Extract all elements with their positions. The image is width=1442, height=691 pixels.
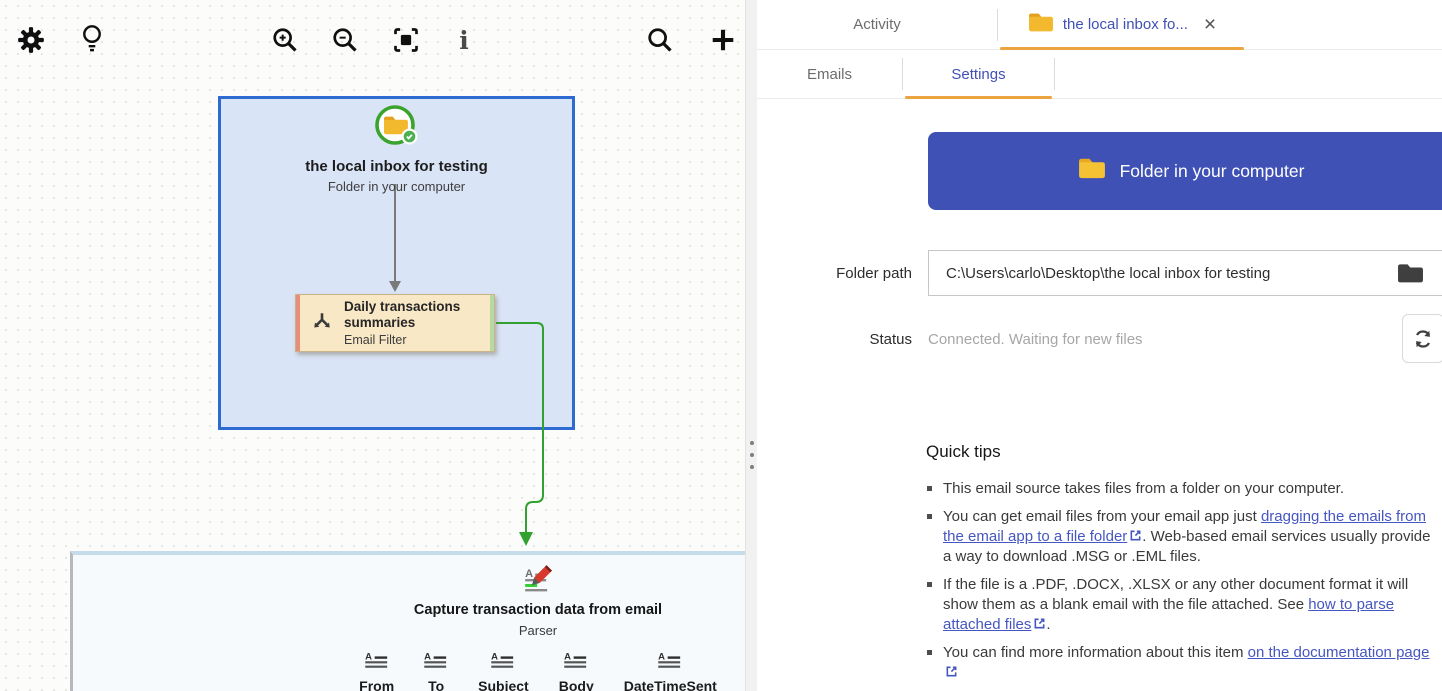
parser-fields: A From A To A Subject A Body A DateTim — [359, 651, 717, 691]
quick-tips-list: This email source takes files from a fol… — [926, 479, 1434, 683]
tip-item: You can find more information about this… — [927, 643, 1434, 683]
refresh-button[interactable] — [1402, 314, 1442, 363]
active-tab-underline — [1000, 47, 1244, 50]
text-field-icon: A — [658, 651, 682, 675]
quick-tips-heading: Quick tips — [926, 442, 1001, 461]
parser-field: A Body — [558, 651, 594, 691]
svg-text:A: A — [424, 652, 431, 663]
source-node-subtitle: Folder in your computer — [327, 179, 466, 194]
filter-node-subtitle: Email Filter — [344, 332, 407, 347]
settings-gear-icon[interactable] — [15, 24, 47, 56]
panel-tabbar: Activity the local inbox fo... × — [757, 0, 1442, 50]
parser-node-title: Capture transaction data from email — [413, 602, 663, 618]
settings-content: Folder in your computer Folder path Stat… — [757, 99, 1442, 691]
parser-field: A From — [359, 651, 395, 691]
external-link-icon — [1034, 618, 1045, 629]
parser-field: A DateTimeSent — [623, 651, 717, 691]
parser-icon: A — [522, 564, 554, 599]
source-node-title: the local inbox for testing — [305, 158, 488, 175]
folder-path-input[interactable] — [928, 250, 1442, 296]
text-field-icon: A — [491, 651, 515, 675]
parser-node[interactable]: A Capture transaction data from email Pa… — [70, 551, 745, 691]
source-node[interactable]: the local inbox for testing Folder in yo… — [218, 103, 575, 194]
tab-local-inbox[interactable]: the local inbox fo... × — [998, 0, 1246, 50]
filter-node-title: Daily transactions summaries — [344, 299, 461, 330]
panel-subtabbar: Emails Settings — [757, 50, 1442, 99]
status-value: Connected. Waiting for new files — [928, 330, 1143, 348]
folder-path-row: Folder path — [757, 250, 1442, 296]
filter-fork-icon — [309, 310, 335, 336]
tab-label: the local inbox fo... — [1062, 16, 1188, 33]
add-plus-icon[interactable] — [707, 24, 739, 56]
idea-bulb-icon[interactable] — [76, 23, 108, 55]
external-link-icon — [946, 666, 957, 677]
svg-text:A: A — [491, 652, 498, 663]
zoom-out-icon[interactable] — [329, 24, 361, 56]
status-row: Status Connected. Waiting for new files — [757, 314, 1442, 363]
splitter-grip-icon — [749, 441, 754, 469]
tip-link[interactable]: how to parse attached files — [943, 596, 1395, 633]
svg-text:A: A — [658, 652, 665, 663]
tip-item: If the file is a .PDF, .DOCX, .XLSX or a… — [927, 575, 1434, 635]
folder-icon — [1028, 12, 1054, 37]
parser-field: A To — [424, 651, 448, 691]
tip-link[interactable]: dragging the emails from the email app t… — [943, 508, 1427, 545]
panel-splitter[interactable] — [746, 0, 757, 691]
tab-activity[interactable]: Activity — [853, 16, 901, 33]
parser-field: A Subject — [478, 651, 529, 691]
tab-separator — [902, 58, 903, 90]
text-field-icon: A — [364, 651, 389, 675]
tip-item: You can get email files from your email … — [927, 507, 1434, 567]
tip-item: This email source takes files from a fol… — [927, 479, 1434, 499]
filter-node[interactable]: Daily transactions summaries Email Filte… — [295, 294, 495, 352]
tab-separator — [997, 8, 998, 41]
tip-link[interactable]: on the documentation page — [943, 644, 1429, 681]
search-icon[interactable] — [644, 24, 676, 56]
active-tab-underline — [905, 96, 1052, 99]
fit-view-icon[interactable] — [390, 24, 422, 56]
zoom-in-icon[interactable] — [269, 24, 301, 56]
status-label: Status — [869, 330, 912, 348]
refresh-icon — [1415, 329, 1431, 348]
folder-path-label: Folder path — [836, 264, 912, 282]
tab-settings[interactable]: Settings — [903, 50, 1054, 99]
folder-check-icon — [373, 103, 421, 154]
svg-text:A: A — [365, 652, 372, 663]
browse-folder-icon[interactable] — [1397, 263, 1424, 284]
text-field-icon: A — [564, 651, 588, 675]
info-icon[interactable]: i — [459, 25, 469, 55]
tab-separator — [1054, 58, 1055, 90]
details-panel: Activity the local inbox fo... × Emails … — [757, 0, 1442, 691]
close-icon[interactable]: × — [1203, 13, 1217, 36]
flow-canvas[interactable]: i the local inbox — [0, 0, 746, 691]
quick-tips: Quick tips This email source takes files… — [926, 442, 1434, 683]
parser-node-subtitle: Parser — [518, 623, 558, 638]
external-link-icon — [1130, 530, 1141, 541]
svg-text:A: A — [525, 568, 533, 580]
source-type-button[interactable]: Folder in your computer — [928, 132, 1442, 210]
folder-icon — [1078, 157, 1106, 185]
source-type-label: Folder in your computer — [1119, 160, 1305, 181]
svg-text:A: A — [564, 652, 571, 663]
filter-in-port — [296, 295, 300, 351]
text-field-icon: A — [424, 651, 448, 675]
tab-emails[interactable]: Emails — [806, 65, 852, 83]
filter-out-port — [490, 295, 494, 351]
